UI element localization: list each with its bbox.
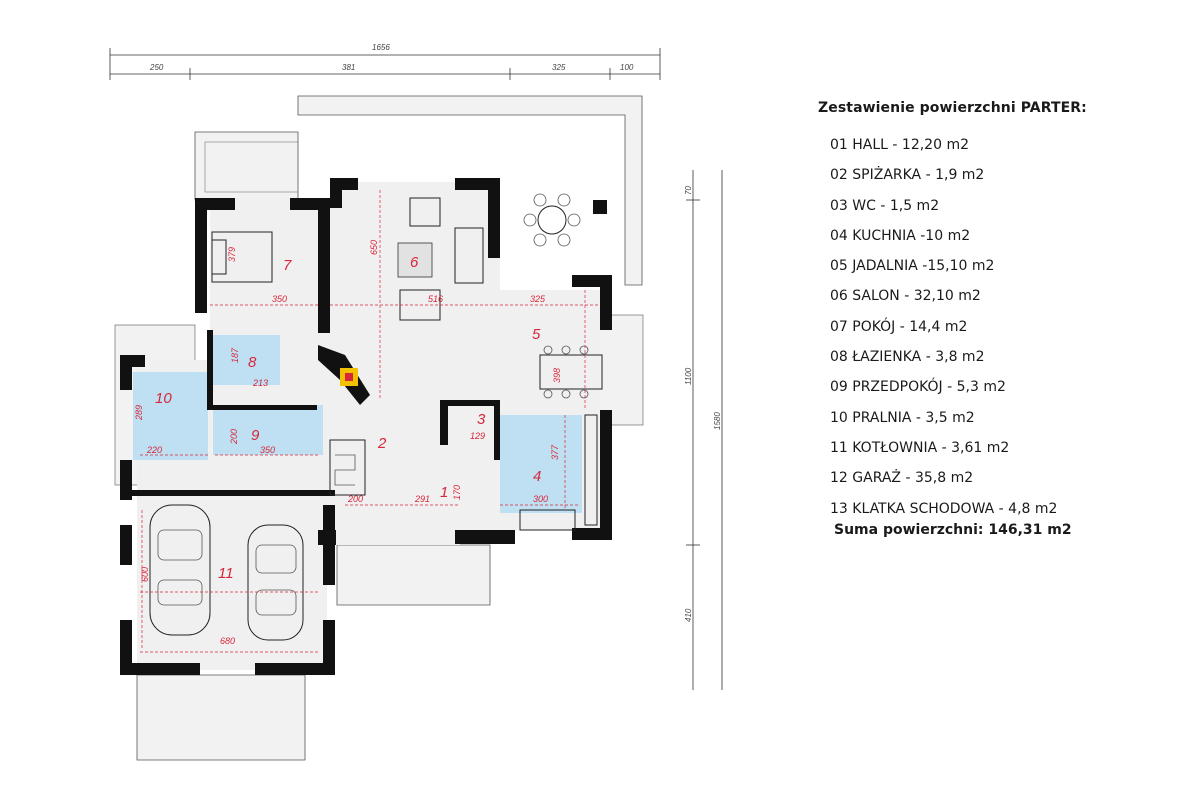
summary-title: Zestawienie powierzchni PARTER: — [818, 100, 1087, 116]
dim-r11-w: 680 — [220, 636, 235, 646]
dim-r6-w: 516 — [428, 294, 443, 304]
dim-r2-w: 200 — [347, 494, 363, 504]
room-area-item: 04 KUCHNIA -10 m2 — [830, 227, 971, 244]
red-dimension-lines — [140, 190, 600, 653]
dim-r11-h: 600 — [140, 567, 150, 582]
right-dimensions: 70 1100 410 1580 — [684, 170, 723, 690]
furniture — [140, 193, 607, 641]
room-number-2: 2 — [377, 435, 387, 452]
dim-r10-h: 289 — [134, 405, 144, 421]
dim-r7-h: 379 — [227, 247, 237, 262]
dim-r3-w: 129 — [470, 431, 485, 441]
room-area-item: 08 ŁAZIENKA - 3,8 m2 — [830, 349, 985, 366]
dim-r1-h: 170 — [452, 485, 462, 500]
dim-total-width: 1656 — [372, 43, 390, 52]
area-summary: Zestawienie powierzchni PARTER: 01 HALL … — [800, 100, 1180, 538]
dim-r5-w: 325 — [530, 294, 546, 304]
room-area-item: 09 PRZEDPOKÓJ - 5,3 m2 — [830, 379, 1006, 396]
dim-r4-w: 300 — [533, 494, 548, 504]
dim-top-d: 100 — [620, 63, 634, 72]
fireplace — [340, 368, 358, 386]
room-area-item: 01 HALL - 12,20 m2 — [830, 137, 969, 153]
dim-right-c: 410 — [684, 608, 693, 622]
dim-r9-w: 350 — [260, 445, 275, 455]
dim-r6-h: 650 — [369, 240, 379, 255]
dim-r1-w: 291 — [414, 494, 430, 504]
total-area: Suma powierzchni: 146,31 m2 — [834, 521, 1072, 538]
dim-top-a: 250 — [149, 63, 164, 72]
room-area-item: 07 POKÓJ - 14,4 m2 — [830, 318, 968, 335]
car-left — [149, 504, 211, 636]
room-number-5: 5 — [532, 326, 541, 343]
room-number-1: 1 — [440, 484, 448, 501]
dim-right-total: 1580 — [713, 412, 722, 430]
dim-r4-h: 377 — [550, 444, 560, 460]
blue-rooms — [133, 335, 582, 513]
room-number-6: 6 — [410, 254, 419, 271]
room-numbers: 1 2 3 4 5 6 7 8 9 10 11 — [155, 254, 541, 582]
room-number-4: 4 — [533, 468, 541, 485]
dim-top-c: 325 — [552, 63, 566, 72]
room-number-9: 9 — [251, 427, 260, 444]
dim-r9-h: 200 — [229, 429, 239, 445]
room-dimensions: 350 379 516 650 325 398 213 187 350 200 … — [134, 240, 562, 646]
room-number-3: 3 — [477, 411, 486, 428]
room-number-10: 10 — [155, 390, 172, 407]
top-dimensions: 1656 250 381 325 100 — [109, 43, 661, 80]
dim-r8-w: 213 — [252, 378, 268, 388]
room-area-item: 06 SALON - 32,10 m2 — [830, 288, 981, 305]
room-area-item: 13 KLATKA SCHODOWA - 4,8 m2 — [830, 500, 1058, 517]
dim-r7-w: 350 — [272, 294, 287, 304]
dim-right-a: 70 — [684, 186, 693, 195]
room-area-item: 05 JADALNIA -15,10 m2 — [830, 258, 995, 275]
dim-top-b: 381 — [342, 63, 355, 72]
room-number-7: 7 — [283, 257, 292, 274]
dim-r5-h: 398 — [552, 368, 562, 383]
walls — [120, 178, 612, 675]
room-area-item: 12 GARAŻ - 35,8 m2 — [830, 470, 974, 487]
room-area-item: 10 PRALNIA - 3,5 m2 — [830, 409, 975, 426]
room-area-list: 01 HALL - 12,20 m2 02 SPIŻARKA - 1,9 m2 … — [830, 130, 1180, 524]
room-area-item: 11 KOTŁOWNIA - 3,61 m2 — [830, 439, 1010, 456]
dim-r8-h: 187 — [230, 347, 240, 363]
room-area-item: 02 SPIŻARKA - 1,9 m2 — [830, 167, 985, 184]
stairs — [329, 439, 366, 496]
dim-r10-w: 220 — [146, 445, 162, 455]
room-number-8: 8 — [248, 354, 257, 371]
car-right — [247, 524, 304, 641]
room-number-11: 11 — [218, 565, 234, 582]
dim-right-b: 1100 — [684, 367, 693, 385]
room-area-item: 03 WC - 1,5 m2 — [830, 197, 940, 214]
